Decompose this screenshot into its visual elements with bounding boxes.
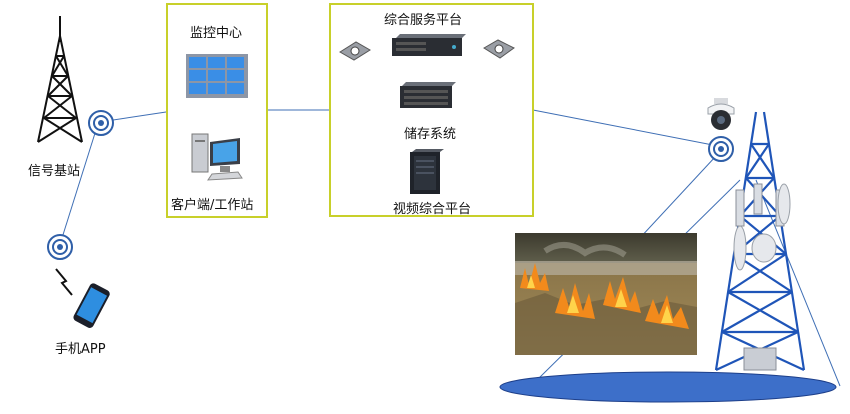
field-fire-image	[515, 233, 697, 355]
rack-server-icon	[392, 34, 466, 56]
signal-ring-icon	[708, 136, 734, 162]
peripheral-device-icon	[339, 41, 371, 61]
monitor-center-panel	[166, 3, 268, 218]
link-station-app	[61, 129, 97, 239]
ptz-camera-icon	[707, 98, 735, 130]
monitor-center-title: 监控中心	[190, 26, 243, 41]
storage-array-icon	[400, 82, 456, 108]
storage-system-label: 储存系统	[404, 127, 457, 142]
coverage-line-right	[755, 179, 841, 387]
smartphone-icon	[55, 268, 110, 328]
radio-tower-icon	[37, 16, 83, 143]
signal-ring-icon	[47, 234, 73, 260]
video-wall-icon	[186, 54, 248, 98]
mobile-app-label: 手机APP	[55, 342, 106, 357]
signal-ring-icon	[88, 110, 114, 136]
chassis-icon	[410, 149, 444, 194]
communication-tower-icon	[714, 111, 806, 371]
link-service-tower	[532, 109, 719, 147]
coverage-area	[499, 371, 837, 403]
client-workstation-label: 客户端/工作站	[171, 198, 254, 213]
peripheral-device-icon	[483, 39, 515, 59]
base-station-label: 信号基站	[28, 164, 81, 179]
desktop-computer-icon	[191, 133, 243, 181]
service-platform-title: 综合服务平台	[384, 13, 463, 28]
video-platform-label: 视频综合平台	[393, 202, 472, 217]
